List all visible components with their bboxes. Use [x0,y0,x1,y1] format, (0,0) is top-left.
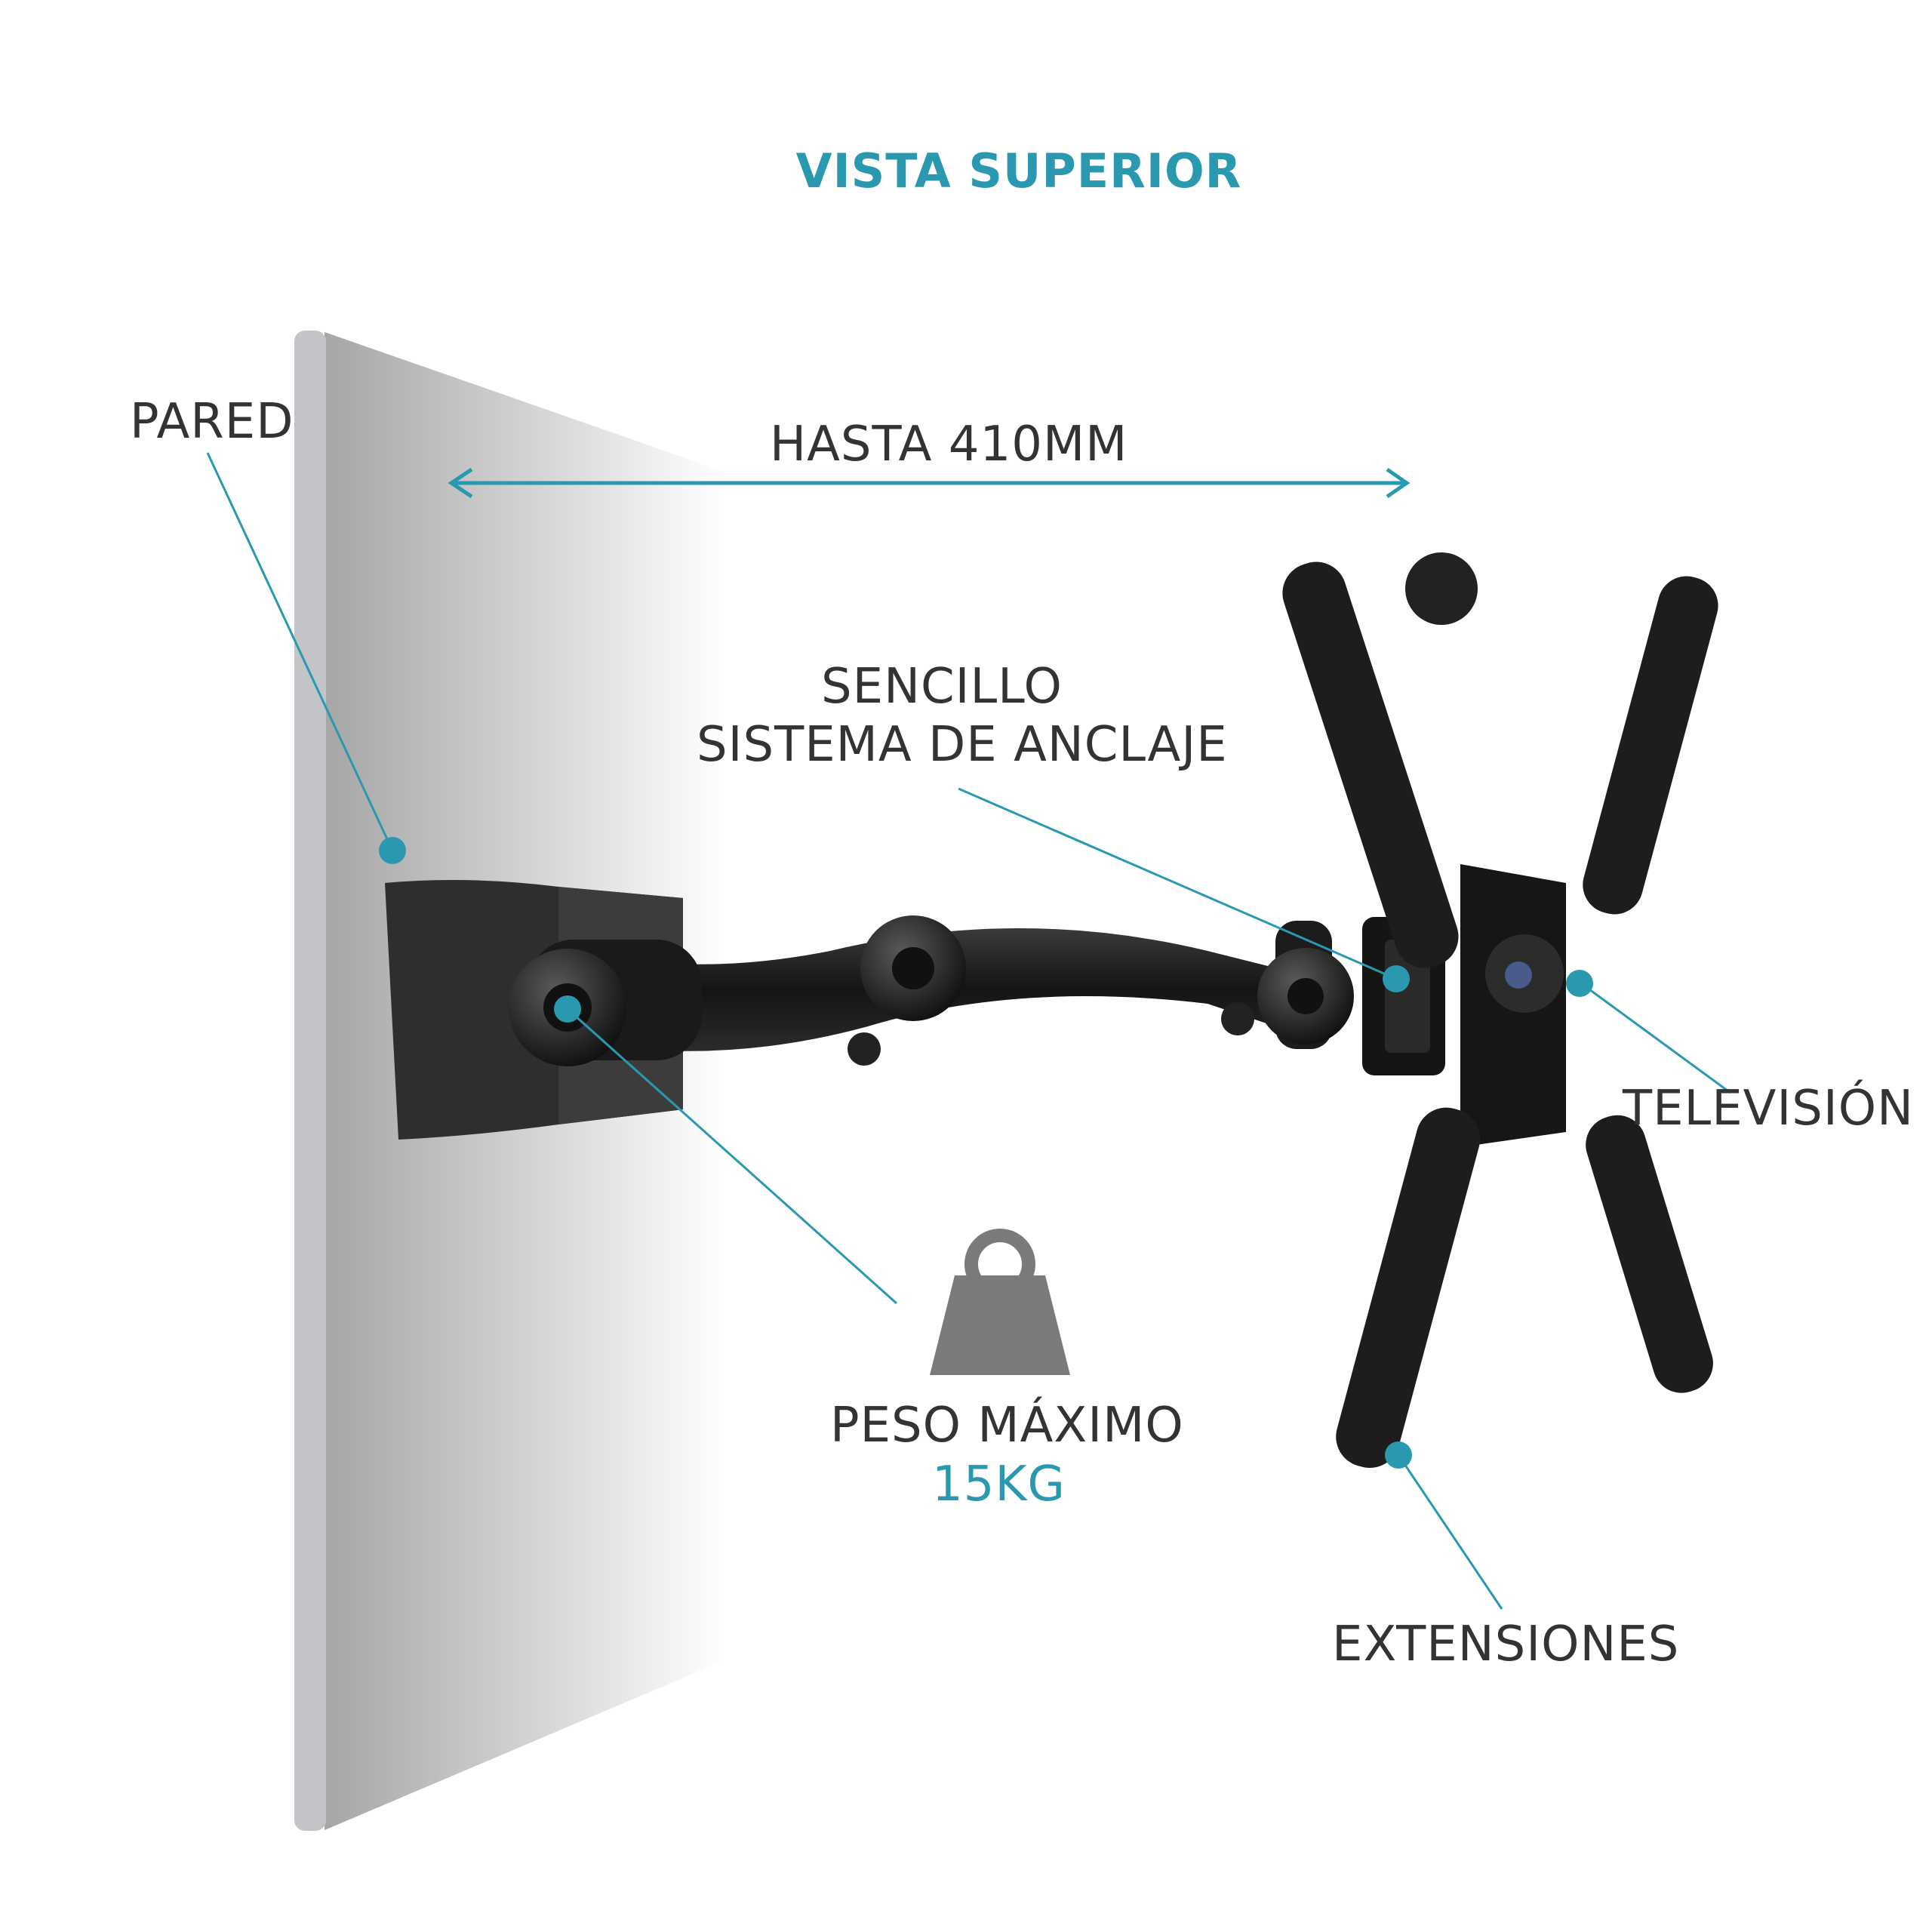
wall-callout-dot [379,837,406,864]
callout-dots [379,837,1593,1469]
max-weight-label: PESO MÁXIMO [830,1398,1184,1454]
anchor-label-line1: SENCILLO [821,659,1063,715]
anchor-label-line2: SISTEMA DE ANCLAJE [697,717,1228,773]
extensions-callout-dot [1385,1441,1412,1469]
anchor-callout-dot [1383,965,1410,992]
weight-icon [930,1229,1070,1375]
vesa-plate [1282,552,1718,1468]
arm-callout-dot [554,995,581,1023]
tv-label: TELEVISIÓN [1623,1081,1915,1137]
reach-dimension-arrow [448,467,1411,499]
tv-callout-dot [1566,970,1593,997]
reach-label: HASTA 410MM [770,417,1128,472]
extensions-label: EXTENSIONES [1332,1617,1680,1672]
page-title: VISTA SUPERIOR [795,143,1242,198]
wall-label: PARED [130,394,294,450]
max-weight-value: 15KG [932,1457,1066,1512]
callout-lines [206,452,1731,1610]
